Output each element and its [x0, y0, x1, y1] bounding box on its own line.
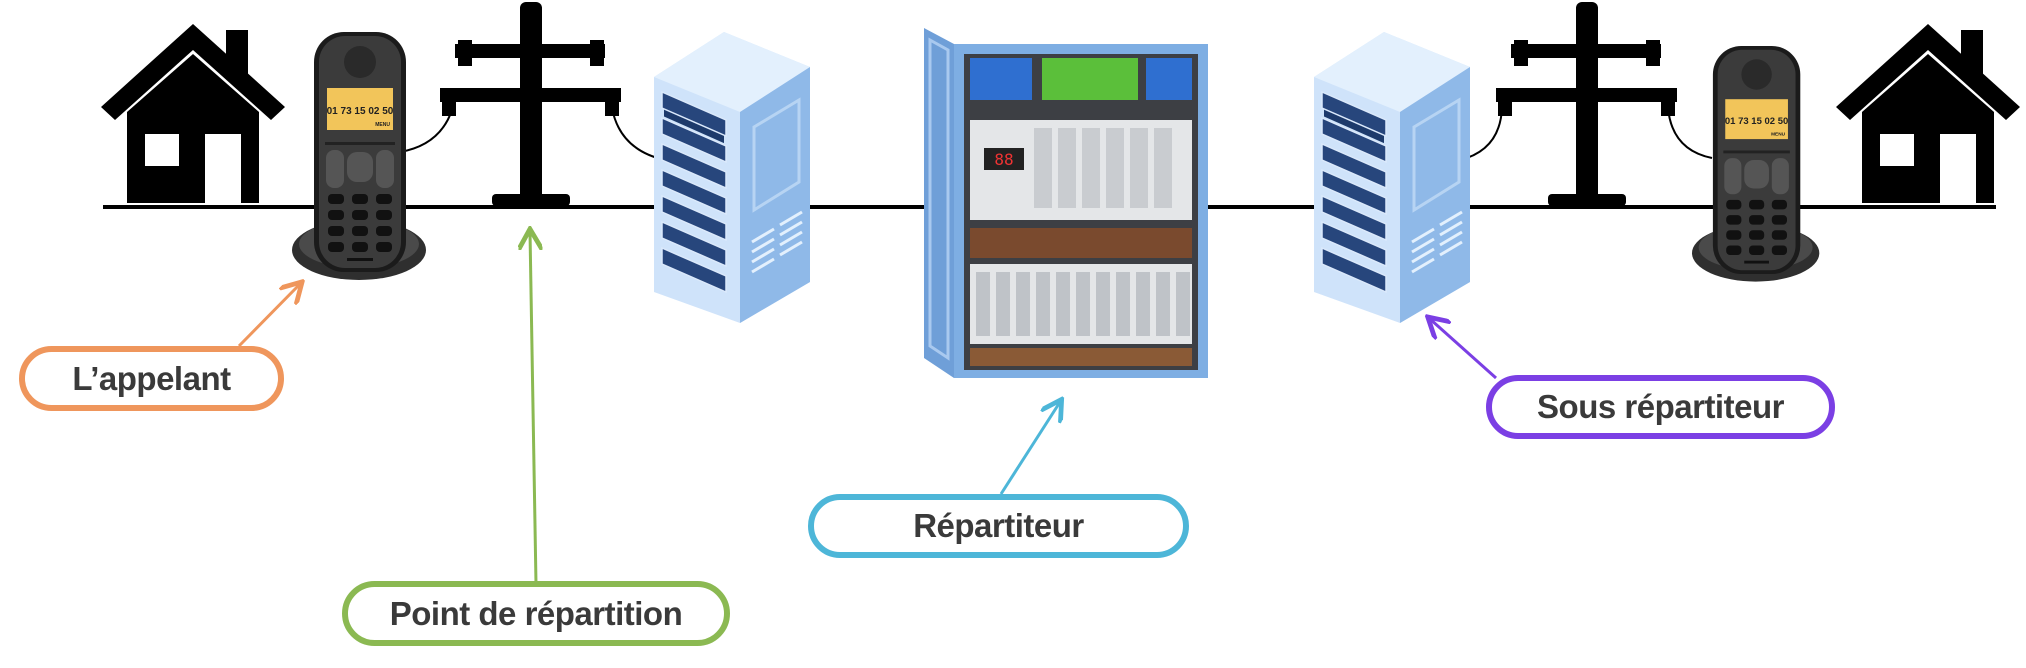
utility-pole-icon-left — [440, 2, 621, 206]
distribution-point-arrow — [530, 232, 536, 585]
cordless-phone-icon-right: 01 73 15 02 50 MENU — [1692, 46, 1820, 282]
distributor-arrow — [999, 402, 1060, 495]
phone-display-menu: MENU — [1771, 131, 1786, 137]
server-rack-icon-right — [1312, 30, 1472, 325]
distribution-point-label: Point de répartition — [342, 581, 730, 646]
distribution-cabinet-icon: 88 — [924, 28, 1208, 378]
cordless-phone-icon-left: 01 73 15 02 50 MENU — [292, 32, 426, 280]
house-icon-left — [101, 24, 285, 203]
sub-distributor-arrow — [1430, 319, 1497, 380]
phone-display-menu: MENU — [375, 122, 390, 128]
caller-arrow — [237, 284, 300, 348]
server-rack-icon-left — [652, 30, 812, 325]
svg-text:88: 88 — [994, 150, 1013, 169]
caller-label: L’appelant — [19, 346, 284, 411]
distributor-label: Répartiteur — [808, 494, 1189, 558]
phone-display-number: 01 73 15 02 50 — [327, 106, 394, 117]
house-icon-right — [1836, 24, 2020, 203]
utility-pole-icon-right — [1496, 2, 1677, 206]
phone-display-number: 01 73 15 02 50 — [1725, 116, 1788, 127]
sub-distributor-label: Sous répartiteur — [1486, 375, 1835, 439]
phone-cord-left — [399, 109, 453, 153]
